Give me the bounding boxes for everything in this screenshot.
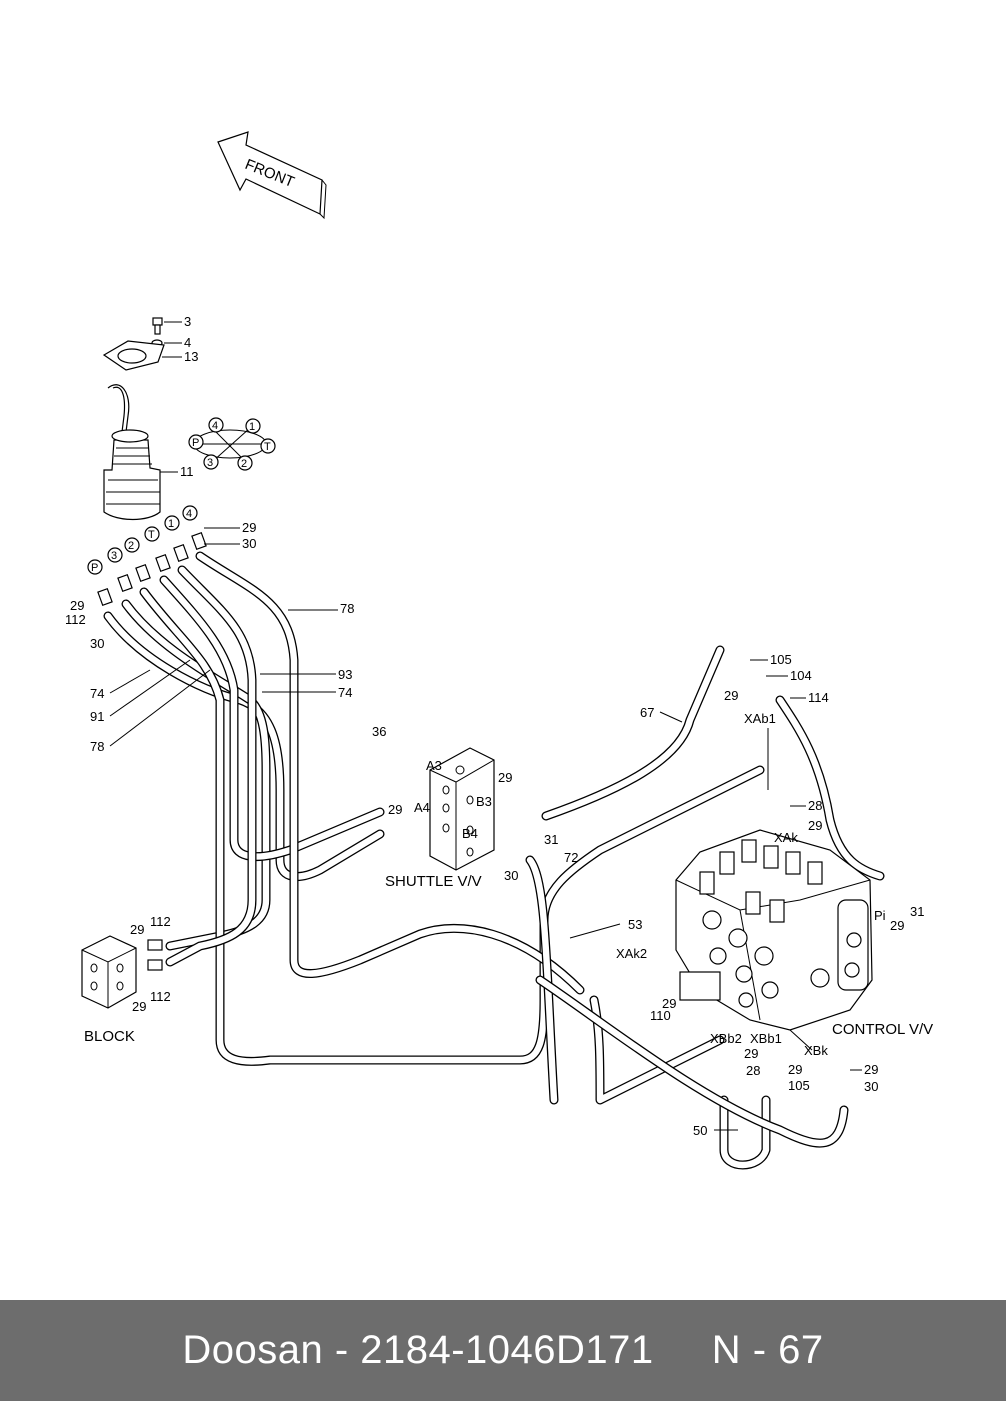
callout-28: 28 xyxy=(808,798,822,813)
shuttle-valve-label: SHUTTLE V/V xyxy=(385,873,482,890)
port-xbk: XBk xyxy=(804,1043,828,1058)
callout-74: 74 xyxy=(90,686,104,701)
callout-93: 93 xyxy=(338,667,352,682)
callout-72: 72 xyxy=(564,850,578,865)
callout-3: 3 xyxy=(184,314,191,329)
callout-29: 29 xyxy=(242,520,256,535)
port-labels: A3 A4 B3 B4 XAb1 XAk XAk2 Pi XBb2 XBb1 X… xyxy=(414,711,886,1058)
callout-29: 29 xyxy=(724,688,738,703)
callout-104: 104 xyxy=(790,668,812,683)
port-circle-2: 2 xyxy=(241,458,247,470)
callout-13: 13 xyxy=(184,349,198,364)
callout-29: 29 xyxy=(864,1062,878,1077)
callout-29: 29 xyxy=(744,1046,758,1061)
callout-30: 30 xyxy=(864,1079,878,1094)
callout-28: 28 xyxy=(746,1063,760,1078)
callout-78: 78 xyxy=(340,601,354,616)
callout-112: 112 xyxy=(65,612,86,627)
callout-29: 29 xyxy=(890,918,904,933)
callout-4: 4 xyxy=(184,335,191,350)
callout-31: 31 xyxy=(544,832,558,847)
callout-74: 74 xyxy=(338,685,352,700)
port-xak: XAk xyxy=(774,830,798,845)
leader-lines xyxy=(109,321,862,1131)
callout-105: 105 xyxy=(788,1078,810,1093)
port-circles-diagram: 4 1 P T 3 2 xyxy=(188,417,276,471)
front-arrow: FRONT xyxy=(217,131,327,220)
control-valve xyxy=(675,829,873,1031)
callout-50: 50 xyxy=(693,1123,707,1138)
fitting-circle-4: 4 xyxy=(186,508,192,520)
callout-53: 53 xyxy=(628,917,642,932)
port-a3: A3 xyxy=(426,758,442,773)
port-circle-p: P xyxy=(192,437,199,449)
callout-numbers: 3 4 13 11 29 30 29 112 30 78 93 74 74 91… xyxy=(65,314,924,1138)
port-xak2: XAk2 xyxy=(616,946,647,961)
callout-105: 105 xyxy=(770,652,792,667)
callout-29: 29 xyxy=(788,1062,802,1077)
callout-11: 11 xyxy=(180,464,194,479)
callout-29: 29 xyxy=(132,999,146,1014)
callout-31: 31 xyxy=(910,904,924,919)
footer-bar: Doosan - 2184-1046D171 N - 67 xyxy=(0,1300,1006,1401)
callout-67: 67 xyxy=(640,705,654,720)
joystick-fittings xyxy=(97,531,207,607)
port-xbb1: XBb1 xyxy=(750,1031,782,1046)
footer-part-number: Doosan - 2184-1046D171 N - 67 xyxy=(182,1328,824,1372)
callout-91: 91 xyxy=(90,709,104,724)
port-xbb2: XBb2 xyxy=(710,1031,742,1046)
callout-29: 29 xyxy=(130,922,144,937)
joystick-assembly xyxy=(102,317,165,521)
port-pi: Pi xyxy=(874,908,886,923)
callout-30: 30 xyxy=(504,868,518,883)
callout-112: 112 xyxy=(150,914,171,929)
fitting-circle-3: 3 xyxy=(111,550,117,562)
shuttle-valve xyxy=(429,747,495,871)
callout-112: 112 xyxy=(150,989,171,1004)
fitting-circle-1: 1 xyxy=(168,518,174,530)
port-circle-4: 4 xyxy=(212,420,218,432)
callout-29: 29 xyxy=(388,802,402,817)
callout-36: 36 xyxy=(372,724,386,739)
block-label: BLOCK xyxy=(84,1028,135,1045)
port-b4: B4 xyxy=(462,826,478,841)
port-circle-t: T xyxy=(264,441,271,453)
hoses xyxy=(103,551,885,1170)
callout-29: 29 xyxy=(662,996,676,1011)
callout-114: 114 xyxy=(808,690,829,705)
fitting-circle-2: 2 xyxy=(128,540,134,552)
block xyxy=(81,935,163,1009)
callout-78: 78 xyxy=(90,739,104,754)
callout-29: 29 xyxy=(808,818,822,833)
callout-110: 110 xyxy=(650,1008,671,1023)
callout-29: 29 xyxy=(498,770,512,785)
callout-29: 29 xyxy=(70,598,84,613)
port-circles-fittings: P 3 2 T 1 4 xyxy=(87,505,198,575)
port-circle-3: 3 xyxy=(207,457,213,469)
port-xab1: XAb1 xyxy=(744,711,776,726)
callout-30: 30 xyxy=(242,536,256,551)
fitting-circle-t: T xyxy=(148,529,155,541)
port-circle-1: 1 xyxy=(249,421,255,433)
hydraulic-diagram: FRONT xyxy=(65,131,933,1170)
port-a4: A4 xyxy=(414,800,430,815)
fitting-circle-p: P xyxy=(91,562,98,574)
control-valve-label: CONTROL V/V xyxy=(832,1021,933,1038)
callout-30: 30 xyxy=(90,636,104,651)
port-b3: B3 xyxy=(476,794,492,809)
